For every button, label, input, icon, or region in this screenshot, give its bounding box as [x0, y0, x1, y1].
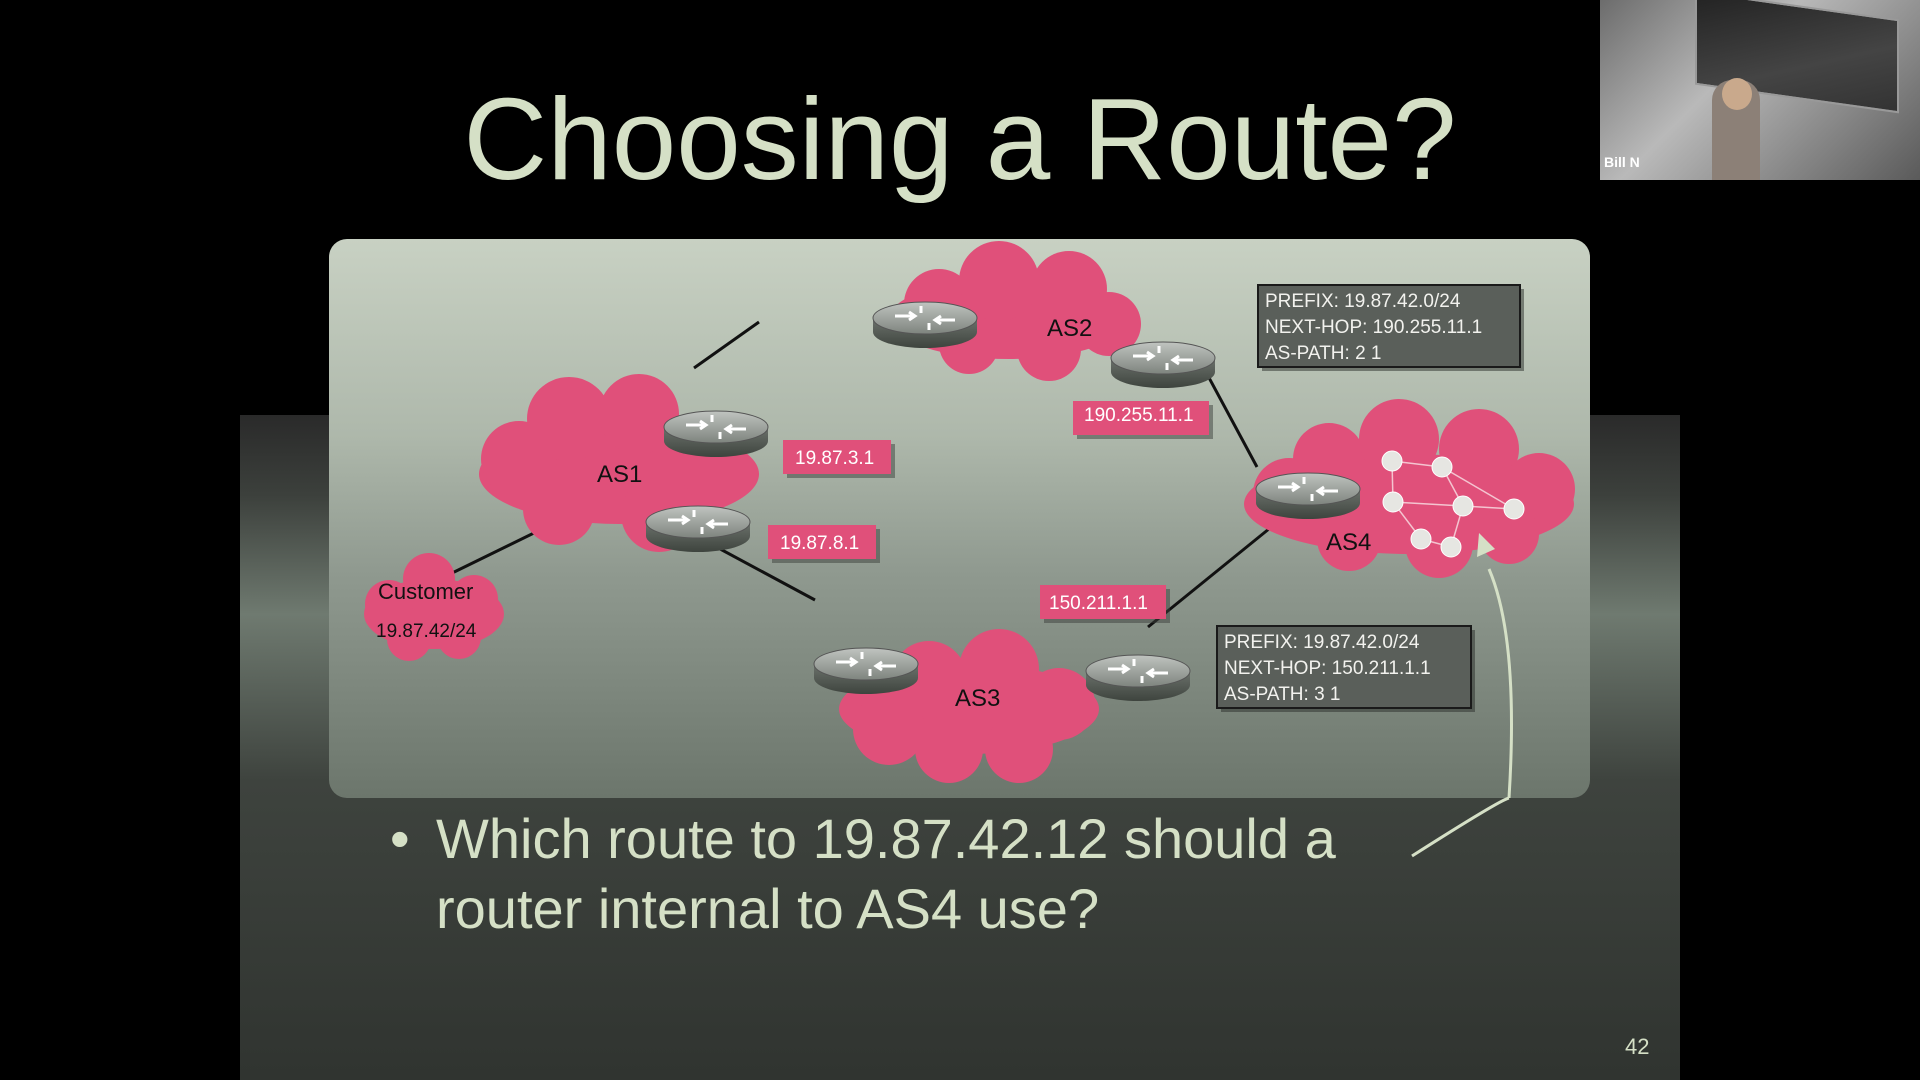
- route-box-as3: PREFIX: 19.87.42.0/24 NEXT-HOP: 150.211.…: [1216, 625, 1475, 712]
- router-as1-upper: [662, 409, 770, 459]
- slide-page-number: 42: [1625, 1034, 1650, 1059]
- ip-label-as3-right: 150.211.1.1: [1040, 585, 1170, 623]
- router-as1-lower: [644, 504, 752, 554]
- route-as3-prefix: PREFIX: 19.87.42.0/24: [1224, 632, 1420, 653]
- as3-label: AS3: [955, 685, 1000, 712]
- webcam-presenter-name: Bill N: [1604, 154, 1640, 170]
- presenter-webcam: Bill N: [1600, 0, 1920, 180]
- route-as2-next-hop: NEXT-HOP: 190.255.11.1: [1265, 317, 1482, 338]
- route-as2-prefix: PREFIX: 19.87.42.0/24: [1265, 291, 1461, 312]
- svg-text:19.87.3.1: 19.87.3.1: [795, 448, 874, 469]
- router-as4-edge: [1254, 471, 1362, 521]
- as2-label: AS2: [1047, 315, 1092, 342]
- slide-title: Choosing a Route?: [463, 74, 1457, 204]
- route-box-as2: PREFIX: 19.87.42.0/24 NEXT-HOP: 190.255.…: [1257, 284, 1524, 371]
- svg-text:150.211.1.1: 150.211.1.1: [1049, 593, 1148, 614]
- arrow-curve-inside: [1487, 568, 1513, 798]
- arrow-head: [1477, 533, 1495, 557]
- ip-label-as1-lower: 19.87.8.1: [768, 525, 880, 563]
- network-diagram: AS2 AS1 AS3 AS4 Customer 19.87.42/24 19.…: [329, 239, 1590, 798]
- svg-text:19.87.8.1: 19.87.8.1: [780, 533, 859, 554]
- bullet-text: Which route to 19.87.42.12 should a rout…: [436, 807, 1336, 940]
- as4-label: AS4: [1326, 529, 1371, 556]
- svg-text:190.255.11.1: 190.255.11.1: [1084, 405, 1194, 426]
- router-as3-left: [812, 646, 920, 696]
- customer-label: Customer: [378, 579, 473, 604]
- route-as2-as-path: AS-PATH: 2 1: [1265, 343, 1382, 364]
- as4-internal-nodes: [1381, 450, 1525, 558]
- cloud-customer: [364, 553, 504, 661]
- router-as2-left: [871, 300, 979, 350]
- ip-label-as2-right: 190.255.11.1: [1073, 401, 1213, 439]
- router-as2-right: [1109, 340, 1217, 390]
- as1-label: AS1: [597, 461, 642, 488]
- route-as3-next-hop: NEXT-HOP: 150.211.1.1: [1224, 658, 1431, 679]
- router-as3-right: [1084, 653, 1192, 703]
- webcam-presenter-head: [1722, 78, 1752, 110]
- bullet-dot: •: [390, 807, 410, 870]
- route-as3-as-path: AS-PATH: 3 1: [1224, 684, 1341, 705]
- customer-prefix-label: 19.87.42/24: [376, 621, 477, 642]
- ip-label-as1-upper: 19.87.3.1: [783, 440, 895, 478]
- network-diagram-svg: AS2 AS1 AS3 AS4 Customer 19.87.42/24 19.…: [364, 241, 1575, 798]
